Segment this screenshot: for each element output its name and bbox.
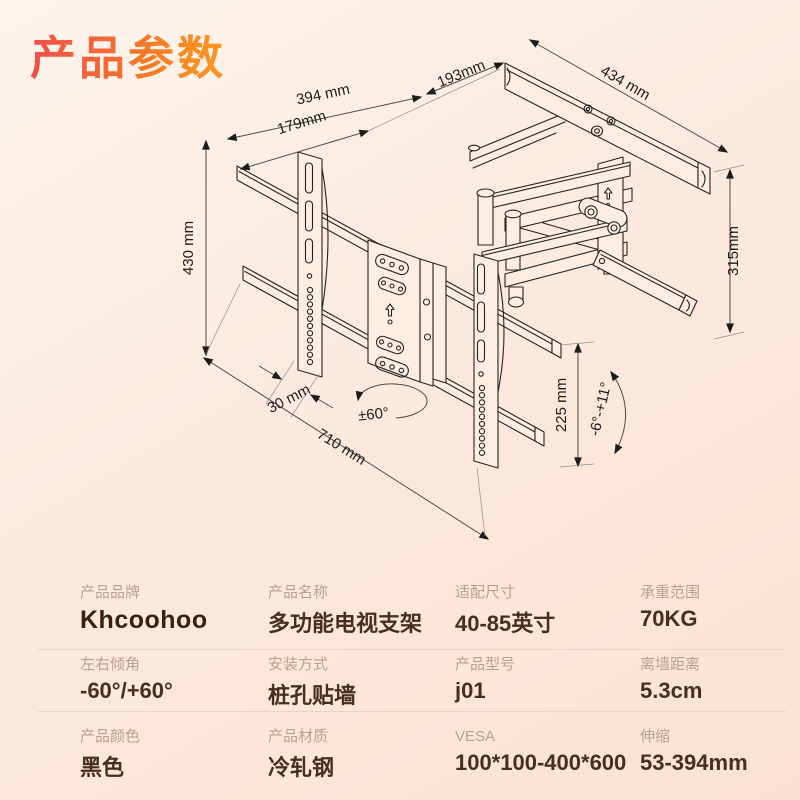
spec-value: 冷轧钢 xyxy=(268,755,335,780)
lower-wall-arm xyxy=(592,249,687,311)
dim-top-depth: 193mm xyxy=(435,57,488,92)
spec-label: 产品名称 xyxy=(268,584,329,601)
dim-right-height: 315mm xyxy=(725,226,742,276)
dim-top-width: 394 mm xyxy=(295,81,352,109)
spec-label: 产品品牌 xyxy=(80,584,141,601)
spec-label: 承重范围 xyxy=(640,584,701,601)
up-arrow-icon xyxy=(385,303,395,317)
spec-label: VESA xyxy=(455,728,496,745)
spec-label: 伸缩 xyxy=(640,728,671,745)
brand-logo: Khcoohoo xyxy=(80,606,208,634)
spec-label: 适配尺寸 xyxy=(455,584,516,601)
spec-value: 100*100-400*600 xyxy=(455,750,627,775)
dim-total-width: 710 mm xyxy=(314,426,369,469)
spec-cell-vesa: VESA 100*100-400*600 xyxy=(455,728,640,776)
page-title: 产品参数 xyxy=(30,22,226,88)
spec-cell-color: 产品颜色 黑色 xyxy=(80,728,265,782)
spec-cell-swivel-angle: 左右倾角 -60°/+60° xyxy=(80,656,265,704)
spec-label: 产品材质 xyxy=(268,728,329,745)
spec-value: 桩孔贴墙 xyxy=(268,683,357,708)
spec-value: 53-394mm xyxy=(640,750,748,775)
spec-label: 产品颜色 xyxy=(80,728,141,745)
spec-cell-model: 产品型号 j01 xyxy=(455,656,640,704)
spec-cell-material: 产品材质 冷轧钢 xyxy=(268,728,453,782)
spec-value: j01 xyxy=(455,678,486,703)
row-separator xyxy=(38,711,786,712)
spec-cell-load-capacity: 承重范围 70KG xyxy=(640,584,800,632)
spec-cell-brand: 产品品牌 Khcoohoo xyxy=(80,584,265,635)
tilt-arc xyxy=(610,370,626,455)
spec-cell-product-name: 产品名称 多功能电视支架 xyxy=(268,584,453,638)
row-separator xyxy=(38,649,786,650)
spec-value: 70KG xyxy=(640,606,698,631)
spec-cell-extension: 伸缩 53-394mm xyxy=(640,728,800,776)
spec-cell-wall-distance: 离墙距离 5.3cm xyxy=(640,656,800,704)
spec-value: 5.3cm xyxy=(640,678,703,703)
up-arrow-icon xyxy=(603,187,613,200)
spec-value: 40-85英寸 xyxy=(455,611,556,636)
spec-cell-install-method: 安装方式 桩孔贴墙 xyxy=(268,656,453,710)
dim-tilt-range: -6°-+11° xyxy=(586,380,615,437)
dim-bracket-height: 430 mm xyxy=(180,221,197,275)
dim-plate-height: 225 mm xyxy=(553,378,570,432)
spec-label: 产品型号 xyxy=(455,656,516,673)
spec-cell-fit-size: 适配尺寸 40-85英寸 xyxy=(455,584,640,638)
spec-label: 左右倾角 xyxy=(80,656,141,673)
spec-label: 离墙距离 xyxy=(640,656,701,673)
spec-value: 多功能电视支架 xyxy=(268,611,423,636)
spec-label: 安装方式 xyxy=(268,656,329,673)
spec-value: -60°/+60° xyxy=(80,678,173,703)
dim-swivel-range: ±60° xyxy=(357,404,390,424)
dim-inner-width: 179mm xyxy=(275,107,328,138)
spec-value: 黑色 xyxy=(80,755,125,780)
